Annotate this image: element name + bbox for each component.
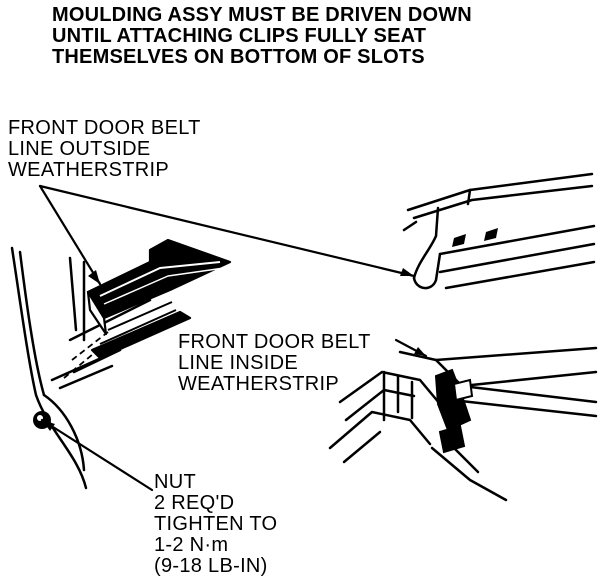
callout-line: NUT <box>154 471 197 493</box>
inside-weatherstrip-clip <box>434 368 474 454</box>
callout-line: FRONT DOOR BELT <box>8 117 201 139</box>
clip-slots <box>452 228 498 247</box>
outside-weatherstrip <box>86 238 232 360</box>
callout-line: WEATHERSTRIP <box>8 159 170 181</box>
callout-outside-weatherstrip: FRONT DOOR BELT LINE OUTSIDE WEATHERSTRI… <box>8 118 201 181</box>
callout-line: WEATHERSTRIP <box>178 373 340 395</box>
callout-line: TIGHTEN TO <box>154 513 278 535</box>
door-frame-left <box>10 246 152 490</box>
callout-line: FRONT DOOR BELT <box>178 331 371 353</box>
callout-line: LINE OUTSIDE <box>8 138 151 160</box>
callout-inside-weatherstrip: FRONT DOOR BELT LINE INSIDE WEATHERSTRIP <box>178 332 371 395</box>
callout-nut: NUT 2 REQ'D TIGHTEN TO 1-2 N·m (9-18 LB-… <box>154 472 277 577</box>
instruction-title-line: UNTIL ATTACHING CLIPS FULLY SEAT <box>52 25 427 47</box>
callout-line: 2 REQ'D <box>154 492 235 514</box>
instruction-title: MOULDING ASSY MUST BE DRIVEN DOWN UNTIL … <box>52 5 472 68</box>
leader-lines <box>38 184 428 492</box>
instruction-title-line: THEMSELVES ON BOTTOM OF SLOTS <box>52 46 425 68</box>
callout-line: LINE INSIDE <box>178 352 298 374</box>
leader-arrowheads <box>42 268 426 431</box>
dashed-clip-guide <box>63 331 109 379</box>
callout-line: 1-2 N·m <box>154 534 229 556</box>
callout-line: (9-18 LB-IN) <box>154 555 268 577</box>
instruction-title-line: MOULDING ASSY MUST BE DRIVEN DOWN <box>52 4 472 26</box>
moulding-detail-outside <box>402 172 596 290</box>
